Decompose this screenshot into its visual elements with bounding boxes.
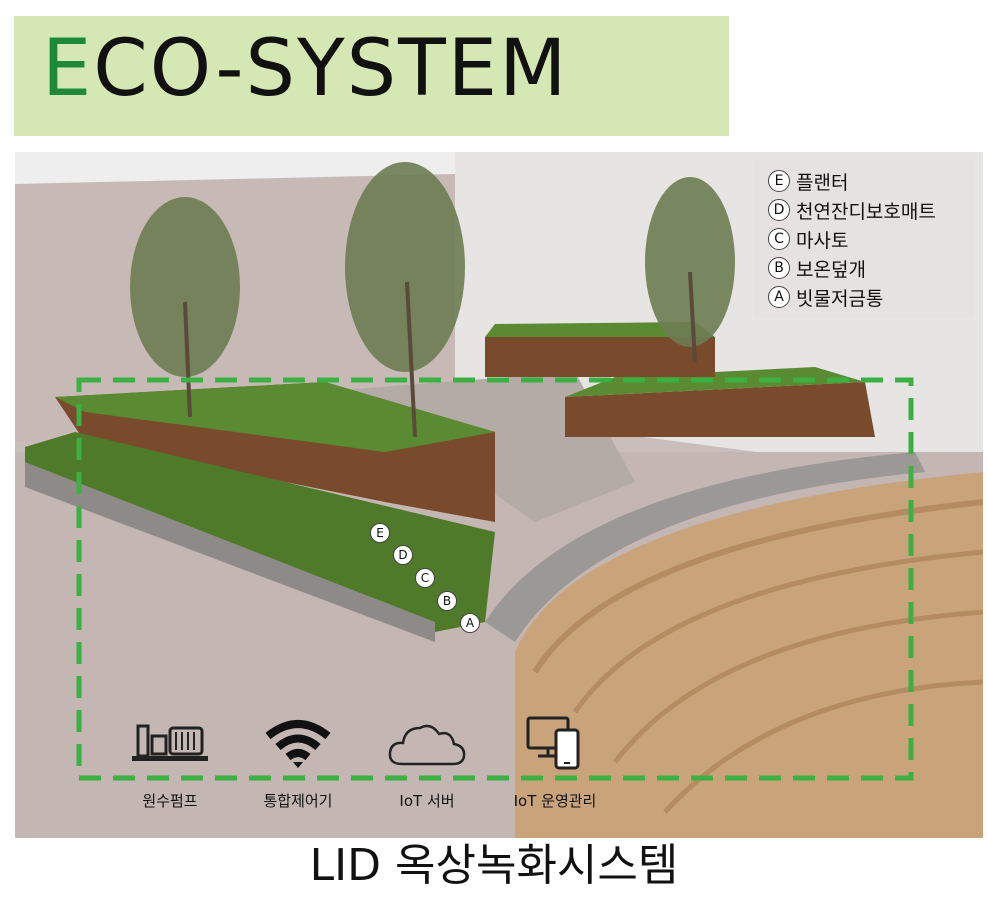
- wifi-label: 통합제어기: [263, 792, 333, 810]
- marker-b: B: [437, 591, 457, 611]
- legend-label: 보온덮개: [796, 258, 866, 281]
- legend-label: 마사토: [796, 229, 849, 252]
- marker-c: C: [415, 568, 435, 588]
- marker-a: A: [460, 613, 480, 633]
- legend-panel: E 플랜터 D 천연잔디보호매트 C 마사토 B 보온덮개 A 빗물저금통: [754, 160, 974, 318]
- legend-item-masato: C 마사토: [768, 226, 848, 252]
- wifi-icon: [263, 718, 333, 772]
- cloud-icon: [387, 718, 467, 772]
- title-rest: CO-SYSTEM: [93, 24, 569, 114]
- legend-label: 플랜터: [796, 171, 849, 194]
- marker-d: D: [393, 545, 413, 565]
- marker-e: E: [370, 523, 390, 543]
- page-title: ECO-SYSTEM: [42, 30, 568, 108]
- legend-label: 천연잔디보호매트: [796, 200, 936, 223]
- legend-label: 빗물저금통: [796, 287, 884, 310]
- legend-item-grass-mat: D 천연잔디보호매트: [768, 197, 936, 223]
- legend-badge: D: [768, 199, 790, 221]
- pump-label: 원수펌프: [142, 792, 198, 810]
- legend-item-rain-barrel: A 빗물저금통: [768, 284, 883, 310]
- legend-badge: E: [768, 170, 790, 192]
- legend-badge: A: [768, 286, 790, 308]
- cloud-label: IoT 서버: [399, 792, 455, 810]
- pump-icon: [130, 718, 210, 768]
- devices-icon: [526, 716, 586, 774]
- legend-badge: C: [768, 228, 790, 250]
- caption: LID 옥상녹화시스템: [309, 840, 679, 891]
- legend-item-insulation-cover: B 보온덮개: [768, 255, 866, 281]
- title-first-letter: E: [42, 24, 94, 114]
- legend-badge: B: [768, 257, 790, 279]
- devices-label: IoT 운영관리: [513, 792, 597, 810]
- legend-item-planter: E 플랜터: [768, 168, 848, 194]
- header-band: ECO-SYSTEM: [14, 16, 729, 136]
